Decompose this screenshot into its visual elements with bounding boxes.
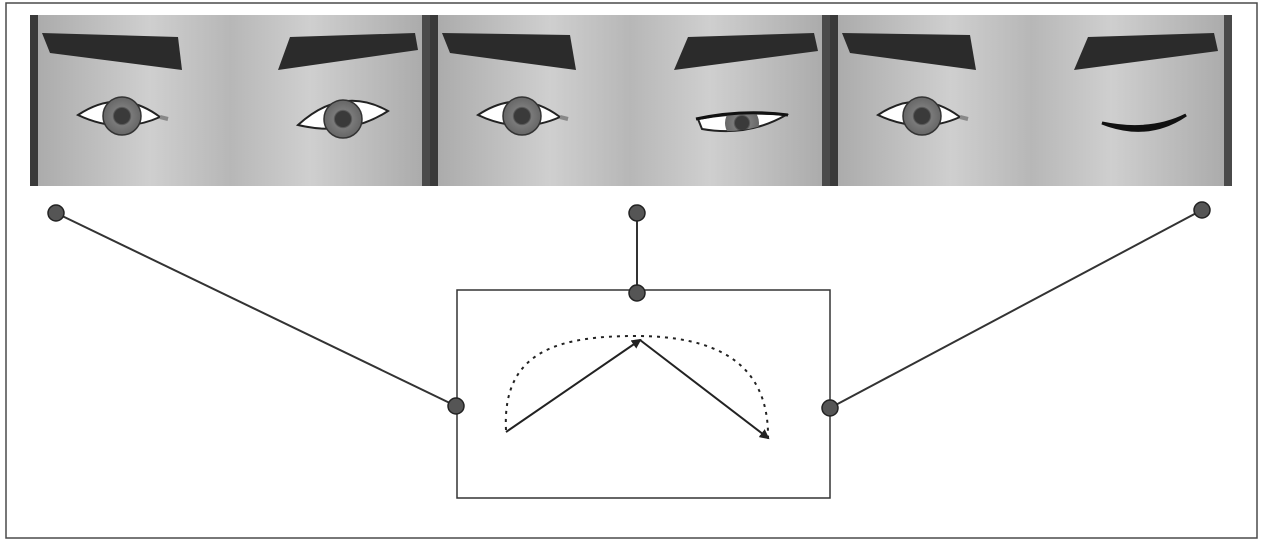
node-wink — [1194, 202, 1210, 218]
panel-eyes-half-closed — [430, 15, 830, 186]
panel-left-edge — [430, 15, 438, 186]
panel-left-edge — [830, 15, 838, 186]
node-open — [48, 205, 64, 221]
panel-right-edge — [422, 15, 430, 186]
panel-right-edge — [1224, 15, 1232, 186]
box-node-right — [822, 400, 838, 416]
panel-eyes-open — [30, 15, 430, 186]
box-node-left — [448, 398, 464, 414]
box-node-top — [629, 285, 645, 301]
panel-left-edge — [30, 15, 38, 186]
node-half-closed — [629, 205, 645, 221]
panel-eyes-wink — [830, 15, 1232, 186]
panel-right-edge — [822, 15, 830, 186]
